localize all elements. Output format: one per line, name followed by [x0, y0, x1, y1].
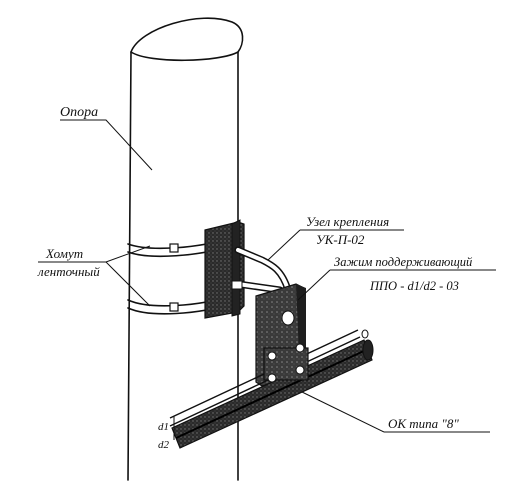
label-cable: ОК типа "8" — [388, 416, 459, 431]
label-mount-node-line2: УК-П-02 — [316, 232, 365, 247]
label-band-clamp-line2: ленточный — [37, 264, 100, 279]
label-band-clamp-line1: Хомут — [45, 246, 83, 261]
label-d2: d2 — [158, 439, 170, 451]
label-support-clamp-line1: Зажим поддерживающий — [334, 255, 473, 269]
leader-lines — [38, 119, 496, 440]
label-d1: d1 — [158, 421, 169, 433]
label-pole: Опора — [60, 105, 98, 120]
band-clamps — [127, 237, 231, 315]
clamp-bolts — [263, 343, 309, 383]
label-mount-node-line1: Узел крепления — [306, 214, 389, 229]
label-support-clamp-code: ППО - d1/d2 - 03 — [369, 279, 459, 293]
mounting-bracket-plate — [204, 219, 245, 319]
